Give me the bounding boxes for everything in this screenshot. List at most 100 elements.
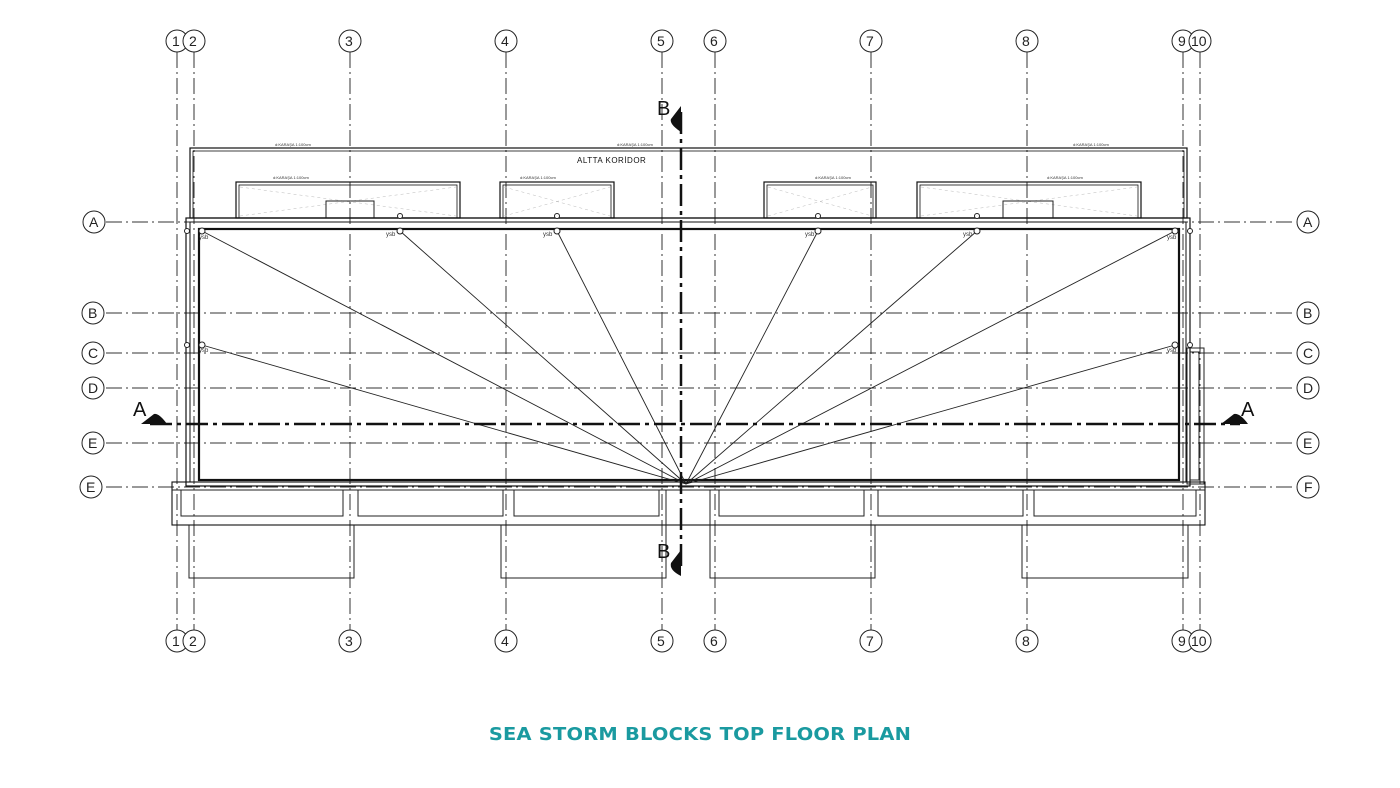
svg-text:5: 5 [657,33,665,49]
vertical-grid-lines [176,52,1201,630]
roof-slab [185,217,1205,487]
drain-point [554,213,560,219]
drain-point [973,227,981,235]
svg-text:2: 2 [189,33,197,49]
upper-rooms: d:KARAŞA 1:100cm d:KARAŞA 1:100cm d:KARA… [235,175,1142,219]
grid-bubble-6-top: 6 [703,29,727,53]
grid-bubble-A-right: A [1296,210,1320,234]
grid-bubbles-left: A B C D E E [79,210,106,499]
grid-bubble-4-bottom: 4 [494,629,518,653]
grid-bubbles-bottom: 1 2 3 4 5 6 7 8 9 10 [165,629,1212,653]
section-label-a-left: A [133,399,147,421]
svg-text:E: E [88,435,97,451]
svg-text:2: 2 [189,633,197,649]
section-marker-a-left [141,413,167,424]
svg-text:3: 3 [345,33,353,49]
dimension-note-7: d:KARAŞA 1:100cm [1047,175,1083,180]
horizontal-grid-lines [106,221,1296,488]
grid-bubble-B-right: B [1296,301,1320,325]
drain-point [198,341,206,349]
svg-text:4: 4 [501,33,509,49]
svg-text:8: 8 [1022,633,1030,649]
svg-text:4: 4 [501,633,509,649]
drain-point [198,227,206,235]
svg-text:E: E [1303,435,1312,451]
grid-bubble-2-bottom: 2 [182,629,206,653]
svg-text:7: 7 [866,633,874,649]
svg-text:C: C [88,345,98,361]
grid-bubble-3-top: 3 [338,29,362,53]
svg-text:F: F [1304,479,1313,495]
dimension-note-2: d:KARAŞA 1:100cm [617,142,653,147]
drain-point [396,227,404,235]
drain-tag: ysb [1167,235,1177,241]
grid-bubble-D-right: D [1296,376,1320,400]
drain-point [1187,342,1193,348]
grid-bubble-3-bottom: 3 [338,629,362,653]
grid-bubble-6-bottom: 6 [703,629,727,653]
grid-bubble-C-right: C [1296,341,1320,365]
svg-text:D: D [88,380,98,396]
svg-text:1: 1 [172,33,180,49]
drain-point [1171,341,1179,349]
drawing-title: SEA STORM BLOCKS TOP FLOOR PLAN [488,724,912,745]
svg-text:7: 7 [866,33,874,49]
svg-text:9: 9 [1178,33,1186,49]
svg-text:10: 10 [1191,33,1207,49]
drain-point [815,213,821,219]
dimension-note-6: d:KARAŞA 1:100cm [815,175,851,180]
drain-point [184,228,190,234]
svg-text:6: 6 [710,33,718,49]
grid-bubble-2-top: 2 [182,29,206,53]
section-marker-a-right [1221,413,1248,424]
grid-bubble-F-right: F [1296,475,1320,499]
grid-bubble-4-top: 4 [494,29,518,53]
grid-bubble-8-top: 8 [1015,29,1039,53]
svg-text:3: 3 [345,633,353,649]
svg-text:10: 10 [1191,633,1207,649]
drain-tag: ysb [805,232,815,238]
svg-text:1: 1 [172,633,180,649]
grid-bubble-5-top: 5 [650,29,674,53]
drain-tag: ysb [543,232,553,238]
slope-lines [201,230,1176,485]
corridor-outline: ALTTA KORİDOR d:KARAŞA 1:100cm d:KARAŞA … [189,142,1188,219]
grid-bubble-5-bottom: 5 [650,629,674,653]
drain-point [184,342,190,348]
svg-text:B: B [88,305,97,321]
grid-bubble-E-left: E [81,431,105,455]
svg-text:5: 5 [657,633,665,649]
svg-text:6: 6 [710,633,718,649]
grid-bubble-D-left: D [81,376,105,400]
balcony-structure [171,481,1206,579]
grid-bubble-7-bottom: 7 [859,629,883,653]
dimension-note-1: d:KARAŞA 1:100cm [275,142,311,147]
svg-text:E: E [86,479,95,495]
grid-bubbles-top: 1 2 3 4 5 6 7 8 9 10 [165,29,1212,53]
grid-bubbles-right: A B C D E F [1296,210,1320,499]
svg-text:B: B [1303,305,1312,321]
section-label-b-bottom: B [657,541,670,563]
drain-tag: ysb [386,232,396,238]
section-marker-b-bottom [670,550,681,576]
grid-bubble-10-top: 10 [1188,29,1212,53]
grid-bubble-10-bottom: 10 [1188,629,1212,653]
grid-bubble-C-left: C [81,341,105,365]
grid-bubble-7-top: 7 [859,29,883,53]
grid-bubble-E-right: E [1296,431,1320,455]
drain-point [1187,228,1193,234]
drain-point [397,213,403,219]
svg-text:8: 8 [1022,33,1030,49]
drain-point [814,227,822,235]
grid-bubble-B-left: B [81,301,105,325]
section-marker-b-top [670,106,681,132]
drain-tag: ysb [199,235,209,241]
drain-tag: ysb [1167,348,1177,354]
drain-point [553,227,561,235]
grid-bubble-A-left: A [82,210,106,234]
corridor-label: ALTTA KORİDOR [577,156,646,165]
grid-bubble-E2-left: E [79,475,103,499]
grid-bubble-8-bottom: 8 [1015,629,1039,653]
drain-points: ysb ysb ysb ysb ysb ysb ysb ysb [184,213,1193,354]
dimension-note-5: d:KARAŞA 1:100cm [520,175,556,180]
